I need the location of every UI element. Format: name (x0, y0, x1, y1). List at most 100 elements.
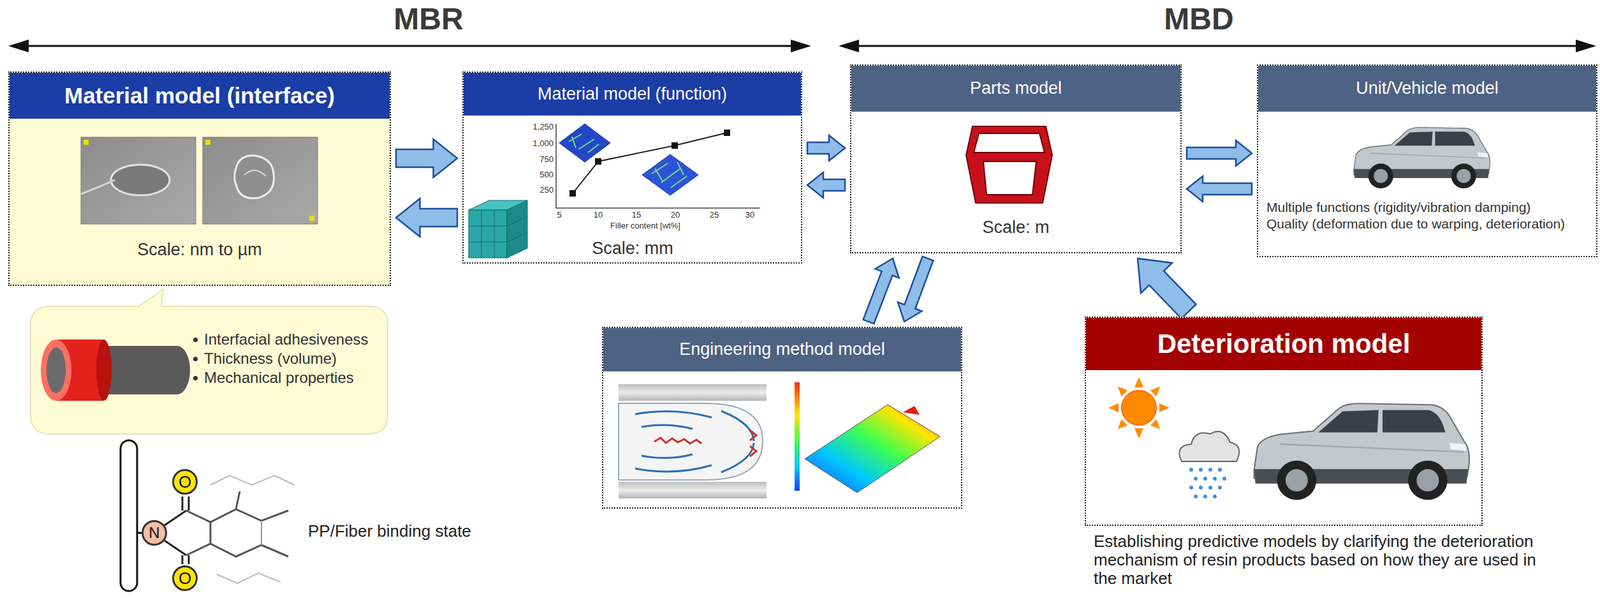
deterioration-box: Deterioration modelEstablishing predicti… (1084, 316, 1483, 526)
chart-axis (556, 207, 761, 209)
material-function-box: Material model (function)Scale: mm (462, 71, 803, 264)
bullet-dot (193, 356, 198, 361)
bracket-head (790, 39, 812, 53)
sun-rays-part (1134, 427, 1144, 439)
bullet-dot (193, 375, 198, 381)
rain-drops-part (1208, 467, 1213, 472)
block-arrow (863, 258, 900, 324)
axis-tick: 750 (515, 154, 554, 165)
box-text: Interfacial adhesiveness (204, 330, 380, 349)
tailgate-frame (966, 126, 1053, 203)
box-header: Engineering method model (603, 327, 962, 372)
sem-image (80, 137, 196, 224)
sun-rays-part (1117, 386, 1129, 397)
engineering-box: Engineering method model (601, 326, 963, 509)
bond-line (164, 510, 187, 525)
box-text: Scale: nm to µm (9, 239, 390, 260)
block-arrow (1137, 258, 1197, 319)
sun (1121, 390, 1157, 425)
color-scale (794, 381, 800, 491)
filler-fibers (651, 161, 687, 188)
bond-line (164, 540, 187, 555)
rain-drops-part (1189, 467, 1194, 472)
filler-diamond (559, 123, 611, 162)
fiber-pillar (120, 440, 138, 591)
car-icon (1254, 403, 1470, 500)
box-header: Deterioration model (1086, 317, 1482, 370)
axis-title: Filler content [wt%] (587, 221, 703, 231)
cloud (1179, 431, 1240, 462)
mold-wall (618, 481, 767, 499)
bond-line (181, 496, 184, 511)
sem-edge (80, 179, 115, 194)
bond-line (181, 554, 184, 564)
box-text: Scale: mm (559, 238, 706, 259)
block-arrow (1186, 140, 1252, 166)
sem-mark (83, 139, 89, 145)
block-arrow (807, 135, 845, 161)
material-interface-box: Material model (interface) Scale: nm to µ… (8, 71, 391, 286)
flow-lines (635, 410, 754, 472)
rain-drops-part (1218, 485, 1222, 490)
section-heading: MBD (1147, 1, 1250, 37)
axis-tick: 1,250 (515, 122, 554, 133)
bullet-dot (193, 337, 198, 342)
mbr-bracket (8, 39, 812, 53)
block-arrow (396, 198, 458, 237)
bracket-head (1575, 39, 1597, 53)
axis-tick: 25 (701, 210, 727, 221)
axis-tick: 500 (515, 170, 554, 180)
car-icon (1353, 127, 1490, 189)
axis-tick: 5 (546, 210, 573, 221)
rain-drops-part (1193, 476, 1198, 481)
fiber-core (46, 346, 66, 393)
sun-rays-part (1134, 376, 1144, 388)
box-header: Material model (interface) (9, 72, 390, 119)
sun-rays-part (1150, 418, 1161, 430)
axis-tick: 15 (623, 210, 650, 221)
sem-crater (244, 170, 266, 177)
chain-line (209, 521, 212, 544)
sun-rays-part (1108, 403, 1119, 412)
rain-drops-part (1189, 485, 1194, 490)
fiber-orientation (654, 437, 702, 444)
atom-letter: O (178, 473, 192, 490)
rain-drops-part (1212, 476, 1217, 481)
sun-rays-part (1117, 418, 1129, 430)
bond-line (188, 554, 191, 564)
bracket-head (838, 39, 859, 53)
box-text: Scale: m (851, 217, 1181, 238)
chart-axis (555, 123, 557, 208)
atom-circle: O (172, 468, 198, 495)
gate-mark (902, 405, 920, 415)
axis-tick: 1,000 (515, 139, 554, 149)
sun-rays-part (1159, 403, 1170, 412)
chart-point (723, 129, 731, 136)
axis-tick: 250 (515, 185, 554, 196)
rain-drops-part (1198, 485, 1203, 490)
flow-arrows (749, 429, 757, 456)
filler-diamond (642, 154, 699, 196)
cube-face (506, 200, 528, 258)
block-arrow (807, 172, 845, 198)
sun-rays-part (1150, 386, 1161, 397)
chain-line (186, 508, 289, 522)
warp-plate (804, 404, 940, 493)
bracket-line (855, 45, 1579, 48)
cube-face (468, 209, 507, 258)
rain-drops-part (1203, 494, 1208, 499)
molecule-drawing (120, 440, 295, 591)
axis-tick: 10 (585, 210, 611, 221)
block-arrow (1186, 176, 1252, 202)
sem-image (202, 137, 318, 224)
bond-line (137, 531, 142, 534)
rain-drops (1189, 467, 1227, 499)
bubble-outline (30, 288, 388, 434)
vehicle-box: Unit/Vehicle modelMultiple functions (ri… (1256, 64, 1598, 257)
bracket-line (25, 45, 794, 48)
atom-letter: N (148, 524, 160, 541)
faint-chain (216, 572, 281, 583)
block-arrow (396, 139, 458, 178)
